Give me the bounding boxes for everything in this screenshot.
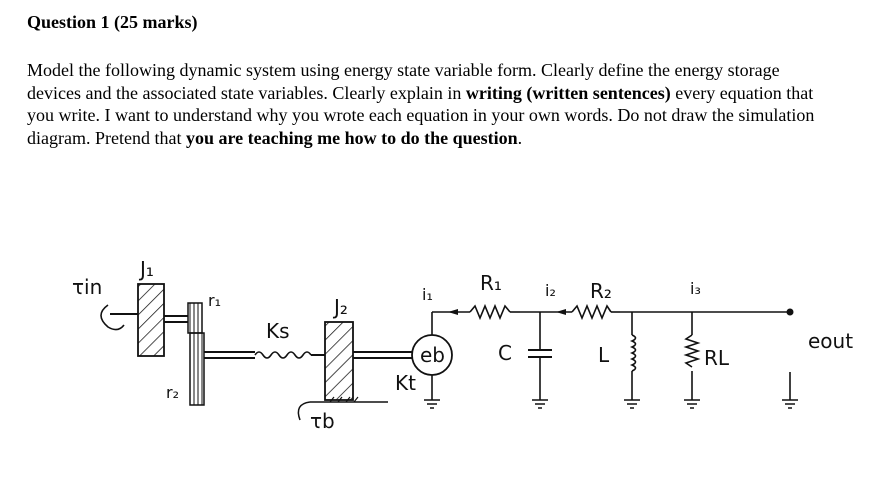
system-diagram: τin J₁ r₁ r₂ Ks J₂ τb eb <box>72 257 853 433</box>
question-text-2: every equation that you write. I want to… <box>27 82 815 148</box>
label-eout: eout <box>808 329 853 353</box>
label-i1: i₁ <box>422 285 433 304</box>
back-emf-source: eb Kt <box>395 334 453 395</box>
label-j2: J₂ <box>332 295 348 319</box>
load-torque: τb <box>297 401 335 433</box>
label-rl: RL <box>704 346 730 370</box>
label-r2-res: R₂ <box>590 279 612 303</box>
label-c: C <box>498 341 512 365</box>
gear-r2: r₂ <box>166 332 205 406</box>
question-title: Question 1 (25 marks) <box>27 12 198 32</box>
resistor-rl: RL <box>683 312 730 409</box>
capacitor-c: C <box>498 312 552 409</box>
question-text-1: Model the following dynamic system using… <box>27 60 780 103</box>
resistor-r2: R₂ <box>571 279 620 321</box>
label-tau-b: τb <box>310 409 335 433</box>
gear-r1: r₁ <box>187 291 221 334</box>
resistor-r1: R₁ <box>469 271 520 321</box>
label-eb: eb <box>420 343 445 367</box>
question-body: Model the following dynamic system using… <box>27 59 827 149</box>
label-l: L <box>598 343 610 367</box>
label-r2: r₂ <box>166 383 179 402</box>
label-ks: Ks <box>266 319 290 343</box>
spring-ks: Ks <box>254 319 312 359</box>
inertia-j1: J₁ <box>137 257 165 357</box>
question-emphasis-2: you are teaching me how to do the questi… <box>185 127 518 148</box>
output-terminal: eout <box>782 308 853 409</box>
question-emphasis-1: writing (written sentences) <box>465 82 671 103</box>
label-kt: Kt <box>395 371 416 395</box>
label-r1: r₁ <box>208 291 221 310</box>
label-i3: i₃ <box>690 279 701 298</box>
ground-motor <box>424 399 440 409</box>
label-tau-in: τin <box>72 275 102 299</box>
label-r1-res: R₁ <box>480 271 502 295</box>
label-i2: i₂ <box>545 281 556 300</box>
input-torque: τin <box>72 275 138 331</box>
inductor-l: L <box>598 312 640 409</box>
question-text-3: . <box>517 127 523 148</box>
label-j1: J₁ <box>138 257 154 281</box>
inertia-j2: J₂ <box>310 295 388 403</box>
